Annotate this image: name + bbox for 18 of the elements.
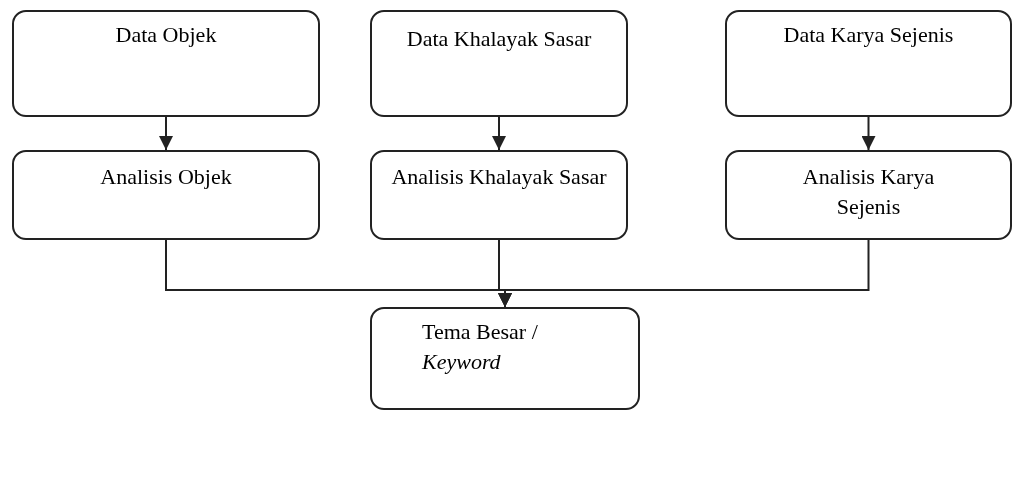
box-label: Data Khalayak Sasar xyxy=(406,25,592,53)
process-box xyxy=(370,150,628,240)
box-label: Data Objek xyxy=(115,21,217,49)
process-box xyxy=(12,10,320,117)
arrow xyxy=(492,116,506,151)
arrow xyxy=(159,116,173,151)
arrow xyxy=(861,116,876,151)
box-label: Analisis Karya Sejenis xyxy=(801,163,936,221)
box-label: Analisis Objek xyxy=(100,163,232,191)
process-box xyxy=(725,10,1012,117)
box-label: Tema Besar / Keyword xyxy=(422,318,539,376)
process-box xyxy=(370,10,628,117)
process-box xyxy=(370,307,640,410)
arrow xyxy=(498,239,870,308)
process-box xyxy=(12,150,320,240)
process-box xyxy=(725,150,1012,240)
box-label: Analisis Khalayak Sasar xyxy=(391,163,607,191)
box-label: Data Karya Sejenis xyxy=(783,21,954,49)
